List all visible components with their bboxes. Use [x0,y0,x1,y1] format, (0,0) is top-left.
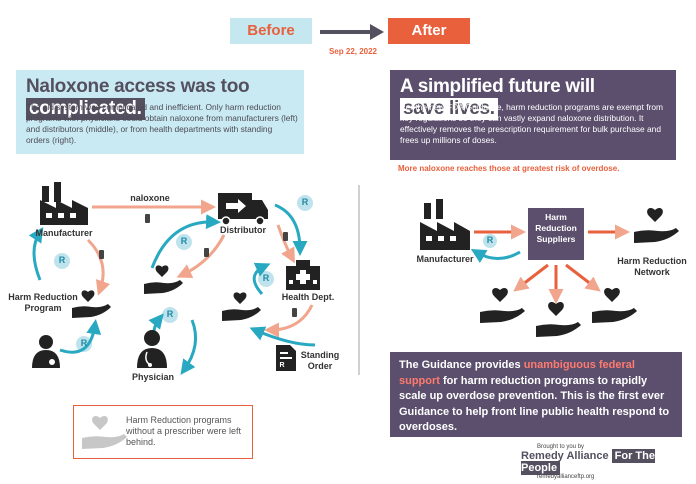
before-summary-panel: Naloxone access was too complicated. The… [16,70,304,154]
harm-reduction-program-label: Harm Reduction Program [8,292,78,313]
rx-label: R [58,255,66,265]
hand-heart-icon [72,290,111,318]
truck-icon [218,193,268,226]
after-summary-panel: A simplified future will save lives. Per… [390,70,676,160]
guidance-emphasis: unambiguous federal support [399,359,635,387]
physician-label: Physician [131,372,175,382]
manufacturer-label: Manufacturer [416,254,474,264]
before-title: Naloxone access was too complicated. [26,76,250,120]
hand-heart-icon [536,301,581,337]
brought-by-label: Brought to you by [537,444,585,450]
hand-heart-icon [592,287,637,323]
standing-order-label: Standing Order [300,350,340,371]
document-icon [276,345,296,371]
person-icon [32,335,60,368]
before-body: The old system was complicated and ineff… [26,102,298,145]
health-dept-label: Health Dept. [281,292,335,302]
rx-icon [297,195,313,211]
hand-heart-icon [144,265,183,294]
vial-icon [145,214,150,223]
naloxone-label: naloxone [130,193,170,203]
hand-heart-icon [222,292,261,321]
rx-label: R [301,197,309,207]
date-label: Sep 22, 2022 [328,47,378,56]
hand-heart-icon [82,415,127,449]
rx-label: R [80,338,88,348]
after-body: Per the new FDA Guidance, harm reduction… [400,102,663,145]
after-title: A simplified future will save lives. [400,76,595,120]
left-behind-text: Harm Reduction programs without a prescr… [126,415,242,447]
vial-icon [283,232,288,241]
factory-icon [40,182,88,225]
rx-label: R [180,236,188,246]
vial-icon [99,250,104,259]
before-title-highlight: complicated. [26,98,145,120]
rx-label: R [262,273,270,283]
hand-heart-icon [634,207,679,243]
guidance-box: The Guidance provides unambiguous federa… [390,352,682,437]
hand-heart-icon [480,287,525,323]
before-after-arrow [320,24,384,40]
distributor-label: Distributor [220,225,266,235]
rx-icon [483,234,497,248]
factory-icon [420,199,470,250]
rx-icon [176,234,192,250]
harm-reduction-network-label: Harm Reduction Network [617,256,687,277]
rx-icon [54,253,70,269]
suppliers-box [528,208,584,260]
rx-icon [162,307,178,323]
after-note: More naloxone reaches those at greatest … [398,164,620,173]
vial-icon [292,308,297,317]
physician-icon [137,330,167,368]
rx-icon [76,336,92,352]
after-button: After [388,18,470,44]
manufacturer-label: Manufacturer [35,228,93,238]
left-behind-callout: Harm Reduction programs without a prescr… [73,405,253,459]
vial-icon [204,248,209,257]
rx-label: R [166,309,174,319]
suppliers-label: Harm Reduction Suppliers [535,212,577,244]
after-title-highlight: save lives. [400,98,498,120]
brand-url: remedyallianceftp.org [537,474,595,480]
hospital-icon [286,260,320,290]
rx-label: R [279,362,285,369]
rx-label: R [486,235,494,245]
divider [358,185,360,375]
before-button: Before [230,18,312,44]
guidance-text: The Guidance provides unambiguous federa… [399,359,670,433]
